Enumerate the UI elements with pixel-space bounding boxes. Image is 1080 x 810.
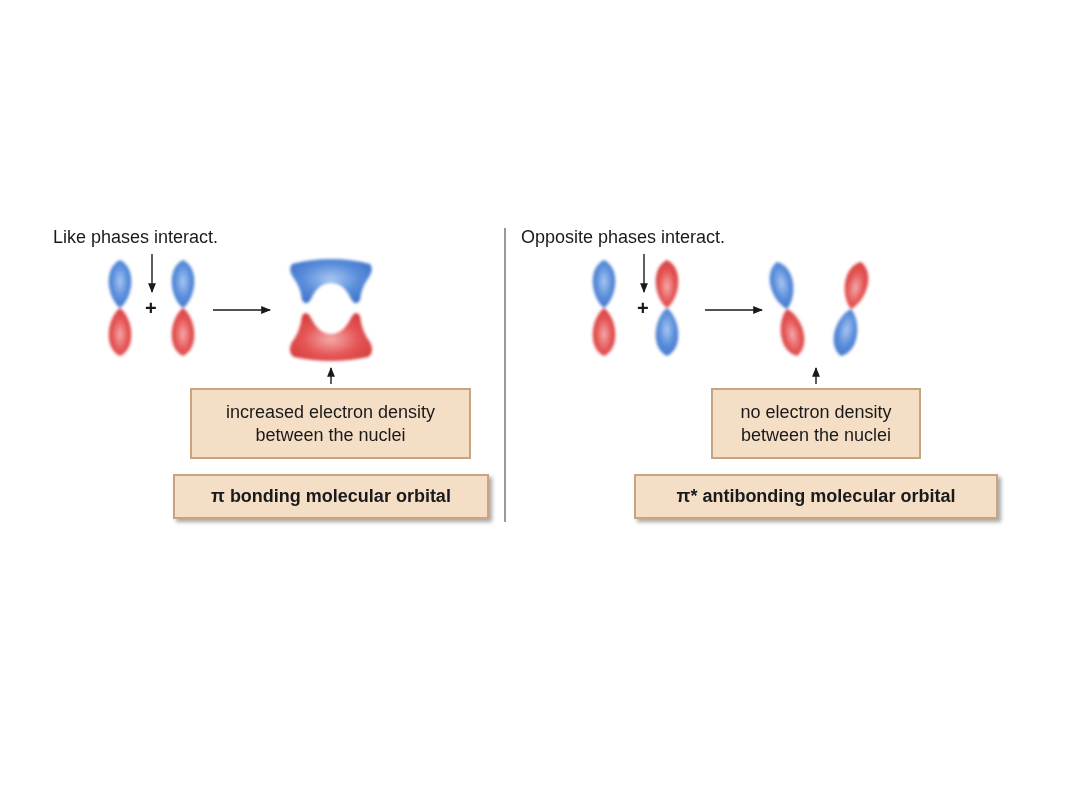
plus-sign: + — [637, 297, 649, 320]
box-text: no electron density between the nuclei — [723, 401, 909, 446]
bonding-lobe — [290, 259, 372, 303]
antibonding-orbital — [766, 260, 808, 359]
callout-box: increased electron density between the n… — [190, 388, 471, 459]
box-text: π bonding molecular orbital — [211, 485, 451, 508]
pointer-arrow — [815, 368, 816, 384]
plus-sign: + — [145, 297, 157, 320]
pointer-arrow — [151, 254, 152, 292]
p-orbitals — [109, 259, 872, 361]
reaction-arrow — [213, 309, 270, 310]
panel-heading: Opposite phases interact. — [521, 227, 725, 248]
p-orbital — [172, 260, 195, 356]
antibonding-orbital — [830, 260, 872, 359]
panel-heading: Like phases interact. — [53, 227, 218, 248]
title-box: π bonding molecular orbital — [173, 474, 489, 519]
bonding-lobe — [290, 313, 372, 361]
title-box: π* antibonding molecular orbital — [634, 474, 998, 519]
box-text: π* antibonding molecular orbital — [677, 485, 956, 508]
p-orbital — [109, 260, 132, 356]
arrows — [152, 254, 816, 384]
callout-box: no electron density between the nuclei — [711, 388, 921, 459]
p-orbital — [656, 260, 679, 356]
p-orbital — [593, 260, 616, 356]
pointer-arrow — [643, 254, 644, 292]
reaction-arrow — [705, 309, 762, 310]
box-text: increased electron density between the n… — [202, 401, 459, 446]
divider-line — [504, 228, 505, 522]
pointer-arrow — [330, 368, 331, 384]
